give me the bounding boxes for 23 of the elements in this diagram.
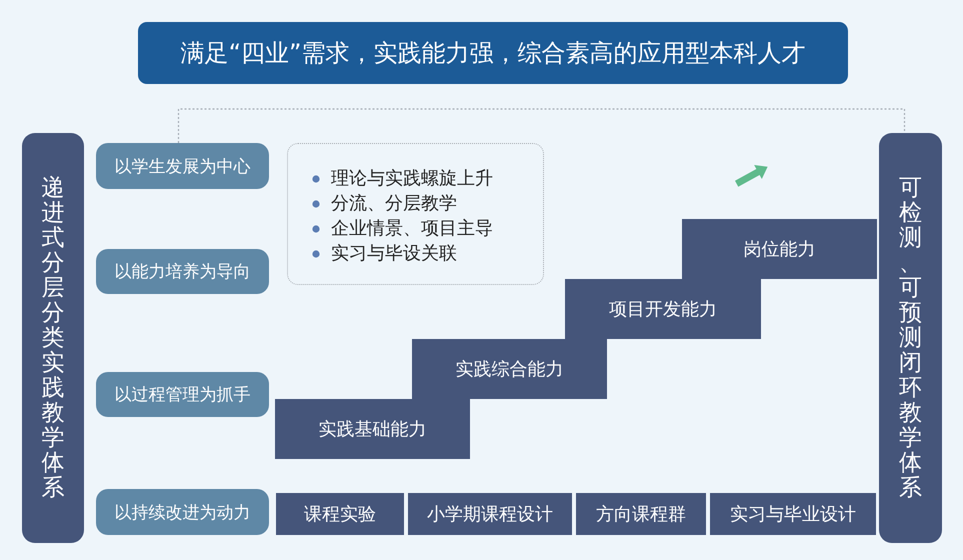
principle-box: 以持续改进为动力 bbox=[96, 489, 269, 535]
dotted-box bbox=[287, 143, 544, 285]
panel-text: 递进式分层分类实践教学体系 bbox=[40, 176, 66, 500]
panel-text: 可检测、可预测闭环教学体系 bbox=[898, 176, 923, 500]
principle-box: 以能力培养为导向 bbox=[96, 249, 269, 294]
bullet-text: 分流、分层教学 bbox=[331, 192, 457, 216]
principle-box: 以学生发展为中心 bbox=[96, 143, 269, 189]
principle-box: 以过程管理为抓手 bbox=[96, 372, 269, 417]
course-block: 方向课程群 bbox=[576, 493, 706, 535]
title-banner: 满足“四业”需求，实践能力强，综合素高的应用型本科人才 bbox=[138, 22, 848, 84]
bullet-text: 理论与实践螺旋上升 bbox=[331, 167, 493, 191]
course-block: 实习与毕业设计 bbox=[710, 493, 876, 535]
dotted-connector bbox=[178, 108, 906, 143]
stair-step: 实践综合能力 bbox=[412, 339, 607, 399]
stair-step: 项目开发能力 bbox=[565, 279, 761, 339]
vertical-panel bbox=[22, 133, 84, 543]
bullet-text: 实习与毕设关联 bbox=[331, 242, 457, 266]
course-block: 小学期课程设计 bbox=[408, 493, 572, 535]
vertical-panel bbox=[879, 133, 942, 543]
course-block: 课程实验 bbox=[276, 493, 404, 535]
bullet-text: 企业情景、项目主导 bbox=[331, 217, 493, 241]
stair-step: 岗位能力 bbox=[682, 219, 877, 279]
stair-step: 实践基础能力 bbox=[275, 399, 470, 459]
